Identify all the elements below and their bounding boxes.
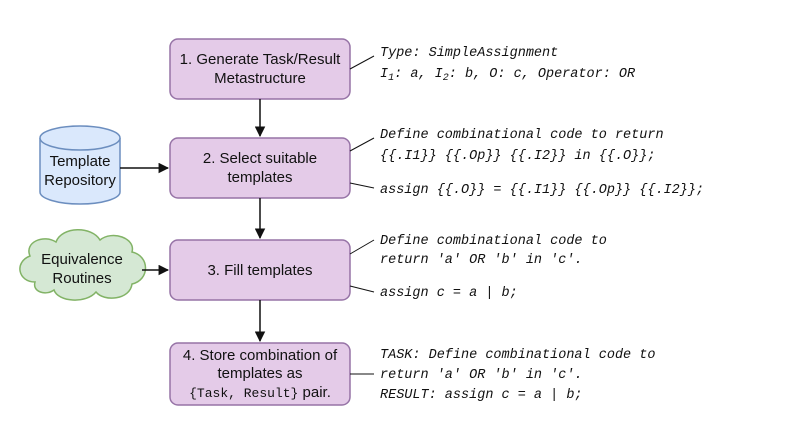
note-template-task-line1: Define combinational code to return [380,128,664,143]
step4-pair-text: pair. [298,384,331,401]
equivalence-routines-cloud: Equivalence Routines [19,229,147,301]
note-filled-result: assign c = a | b; [380,286,518,301]
connector-step2-template-result [349,182,375,189]
note-template-result: assign {{.O}} = {{.I1}} {{.Op}} {{.I2}}; [380,183,704,198]
step4-label-line3: {Task, Result} pair. [189,384,331,401]
connector-step3-filled-result [349,285,375,293]
equivalence-label-line2: Routines [52,270,111,287]
note-final-result: RESULT: assign c = a | b; [380,388,583,403]
step4-label-line1: 4. Store combination of [183,347,338,364]
step3-label: 3. Fill templates [207,262,312,279]
equivalence-label-line1: Equivalence [41,251,123,268]
template-repository-cylinder: Template Repository [39,125,121,205]
step1-label-line2: Metastructure [214,70,306,87]
note-final-task-line1: TASK: Define combinational code to [380,348,655,363]
connector-step2-template-task [349,137,375,152]
step2-box [169,137,351,199]
note-filled-task-line2: return 'a' OR 'b' in 'c'. [380,253,583,268]
step2-label-line2: templates [227,169,292,186]
note-type-line: Type: SimpleAssignment [380,46,558,61]
note-io-line: I1: a, I2: b, O: c, Operator: OR [380,67,636,84]
note-filled-task-line1: Define combinational code to [380,234,607,249]
repository-label-line1: Template [50,153,111,170]
connector-step1-note [349,55,375,70]
step4-label-line2: templates as [217,365,302,382]
repository-label-line2: Repository [44,172,116,189]
connector-step3-filled-task [349,239,375,255]
step1-label-line1: 1. Generate Task/Result [180,51,341,68]
step4-code-text: {Task, Result} [189,386,298,401]
step2-label-line1: 2. Select suitable [203,150,317,167]
step1-box [169,38,351,100]
note-template-task-line2: {{.I1}} {{.Op}} {{.I2}} in {{.O}}; [380,149,655,164]
note-final-task-line2: return 'a' OR 'b' in 'c'. [380,368,583,383]
